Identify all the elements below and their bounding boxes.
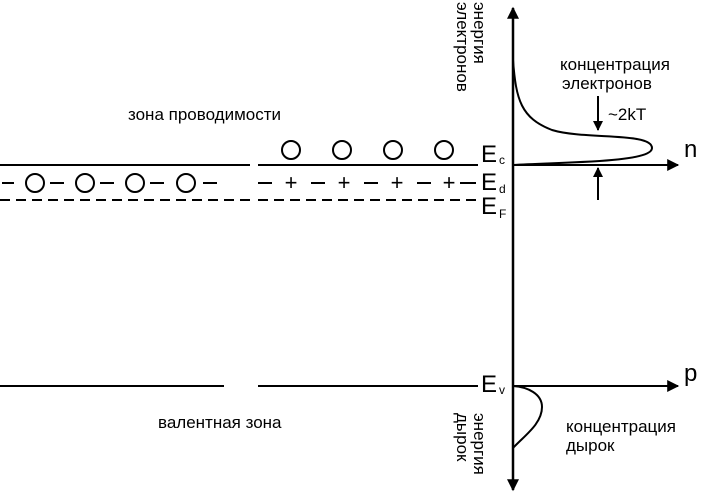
level-ed-main: E [481, 169, 497, 196]
ionized-donor: + [285, 170, 298, 195]
level-ef-main: E [481, 193, 497, 220]
axis-n-label: n [684, 136, 697, 163]
level-label-ev: E v [481, 371, 505, 398]
free-electron [434, 140, 454, 160]
level-ec-main: E [481, 141, 497, 168]
ionized-donor: + [443, 170, 456, 195]
neutral-donor [75, 173, 95, 193]
free-electron [281, 140, 301, 160]
conduction-band-label: зона проводимости [128, 105, 281, 124]
level-ed-sub: d [499, 182, 506, 196]
valence-band-label: валентная зона [158, 413, 282, 432]
free-electrons [281, 140, 454, 160]
level-label-ef: E F [481, 193, 506, 221]
neutral-donor [125, 173, 145, 193]
level-ev-main: E [481, 371, 497, 398]
neutral-donor [176, 173, 196, 193]
level-label-ec: E c [481, 141, 505, 168]
electron-concentration-line2: электронов [562, 74, 652, 93]
electron-concentration-label: концентрация электронов [560, 55, 675, 93]
neutral-donor [25, 173, 45, 193]
level-ef-sub: F [499, 207, 506, 221]
energy-holes-label: энергия дырок [453, 413, 489, 480]
free-electron [383, 140, 403, 160]
energy-holes-line1: энергия [470, 413, 489, 475]
electron-concentration-line1: концентрация [560, 55, 670, 74]
width-annotation: ~2kT [608, 105, 646, 124]
level-ec-sub: c [499, 153, 505, 167]
hole-concentration-label: концентрация дырок [566, 417, 681, 455]
donor-level-row: + + + + [2, 170, 476, 195]
level-ev-sub: v [499, 383, 505, 397]
axis-p-label: p [684, 360, 697, 387]
energy-holes-line2: дырок [453, 413, 472, 462]
energy-electrons-line1: энергия [470, 2, 489, 64]
level-label-ed: E d [481, 169, 506, 196]
free-electron [332, 140, 352, 160]
hole-concentration-curve [512, 385, 544, 449]
ionized-donor: + [338, 170, 351, 195]
energy-electrons-line2: электронов [453, 2, 472, 92]
electron-concentration-curve [512, 59, 654, 166]
ionized-donor: + [391, 170, 404, 195]
hole-concentration-line1: концентрация [566, 417, 676, 436]
hole-concentration-line2: дырок [566, 436, 615, 455]
energy-electrons-label: энергия электронов [453, 2, 489, 92]
